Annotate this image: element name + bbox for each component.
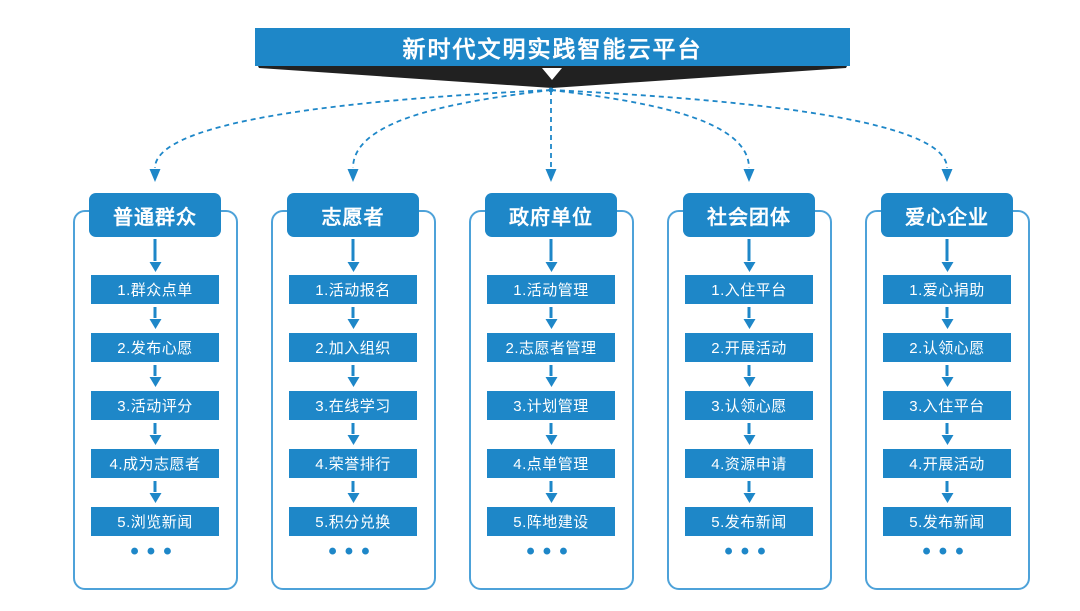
step-item: 4.开展活动 — [883, 449, 1011, 478]
down-arrow-icon — [945, 307, 949, 318]
more-indicator: ••• — [922, 538, 972, 565]
down-arrow-icon — [945, 481, 949, 492]
down-arrow-icon — [549, 481, 553, 492]
step-item: 3.在线学习 — [289, 391, 417, 420]
down-arrow-icon — [747, 423, 751, 434]
down-arrow-icon — [945, 365, 949, 376]
more-indicator: ••• — [328, 538, 378, 565]
dashed-arrowhead-3 — [545, 169, 557, 182]
column-government-unit: 政府单位 1.活动管理 2.志愿者管理 3.计划管理 4.点单管理 5.阵地建设… — [468, 193, 634, 590]
more-indicator: ••• — [724, 538, 774, 565]
platform-title-banner: 新时代文明实践智能云平台 — [255, 28, 850, 66]
step-item: 2.加入组织 — [289, 333, 417, 362]
step-item: 2.志愿者管理 — [487, 333, 615, 362]
column-header-social-organization: 社会团体 — [683, 193, 815, 237]
column-header-volunteer: 志愿者 — [287, 193, 419, 237]
more-indicator: ••• — [526, 538, 576, 565]
column-header-caring-enterprise: 爱心企业 — [881, 193, 1013, 237]
down-arrow-icon — [351, 307, 355, 318]
step-item: 1.活动报名 — [289, 275, 417, 304]
step-item: 2.开展活动 — [685, 333, 813, 362]
down-arrow-icon — [351, 423, 355, 434]
step-item: 1.入住平台 — [685, 275, 813, 304]
down-arrow-icon — [549, 423, 553, 434]
step-item: 5.积分兑换 — [289, 507, 417, 536]
step-item: 5.浏览新闻 — [91, 507, 219, 536]
step-item: 2.认领心愿 — [883, 333, 1011, 362]
step-item: 1.活动管理 — [487, 275, 615, 304]
step-item: 1.群众点单 — [91, 275, 219, 304]
step-item: 3.活动评分 — [91, 391, 219, 420]
column-header-government-unit: 政府单位 — [485, 193, 617, 237]
down-arrow-icon — [945, 239, 949, 261]
step-item: 3.认领心愿 — [685, 391, 813, 420]
column-caring-enterprise: 爱心企业 1.爱心捐助 2.认领心愿 3.入住平台 4.开展活动 5.发布新闻 … — [864, 193, 1030, 590]
down-arrow-icon — [153, 307, 157, 318]
step-item: 2.发布心愿 — [91, 333, 219, 362]
down-arrow-icon — [351, 481, 355, 492]
down-arrow-icon — [351, 239, 355, 261]
dashed-arrowhead-5 — [941, 169, 953, 182]
banner-down-arrow-icon — [542, 68, 562, 80]
down-arrow-icon — [153, 481, 157, 492]
step-item: 5.发布新闻 — [883, 507, 1011, 536]
column-header-ordinary-public: 普通群众 — [89, 193, 221, 237]
step-item: 4.成为志愿者 — [91, 449, 219, 478]
platform-title: 新时代文明实践智能云平台 — [402, 36, 703, 62]
dashed-connector-5 — [550, 89, 948, 169]
column-ordinary-public: 普通群众 1.群众点单 2.发布心愿 3.活动评分 4.成为志愿者 5.浏览新闻… — [72, 193, 238, 590]
down-arrow-icon — [153, 239, 157, 261]
down-arrow-icon — [747, 307, 751, 318]
step-item: 4.荣誉排行 — [289, 449, 417, 478]
down-arrow-icon — [153, 423, 157, 434]
dashed-arrowhead-2 — [347, 169, 359, 182]
dashed-connector-4 — [550, 89, 750, 169]
step-item: 4.点单管理 — [487, 449, 615, 478]
down-arrow-icon — [747, 365, 751, 376]
step-item: 5.阵地建设 — [487, 507, 615, 536]
column-social-organization: 社会团体 1.入住平台 2.开展活动 3.认领心愿 4.资源申请 5.发布新闻 … — [666, 193, 832, 590]
down-arrow-icon — [747, 239, 751, 261]
column-volunteer: 志愿者 1.活动报名 2.加入组织 3.在线学习 4.荣誉排行 5.积分兑换 •… — [270, 193, 436, 590]
dashed-connector-2 — [352, 89, 552, 169]
step-item: 4.资源申请 — [685, 449, 813, 478]
dashed-arrowhead-4 — [743, 169, 755, 182]
down-arrow-icon — [351, 365, 355, 376]
dashed-arrowhead-1 — [149, 169, 161, 182]
step-item: 1.爱心捐助 — [883, 275, 1011, 304]
down-arrow-icon — [549, 239, 553, 261]
dashed-connector-1 — [154, 89, 552, 169]
down-arrow-icon — [549, 307, 553, 318]
down-arrow-icon — [945, 423, 949, 434]
step-item: 3.入住平台 — [883, 391, 1011, 420]
down-arrow-icon — [153, 365, 157, 376]
down-arrow-icon — [549, 365, 553, 376]
step-item: 3.计划管理 — [487, 391, 615, 420]
down-arrow-icon — [747, 481, 751, 492]
more-indicator: ••• — [130, 538, 180, 565]
step-item: 5.发布新闻 — [685, 507, 813, 536]
